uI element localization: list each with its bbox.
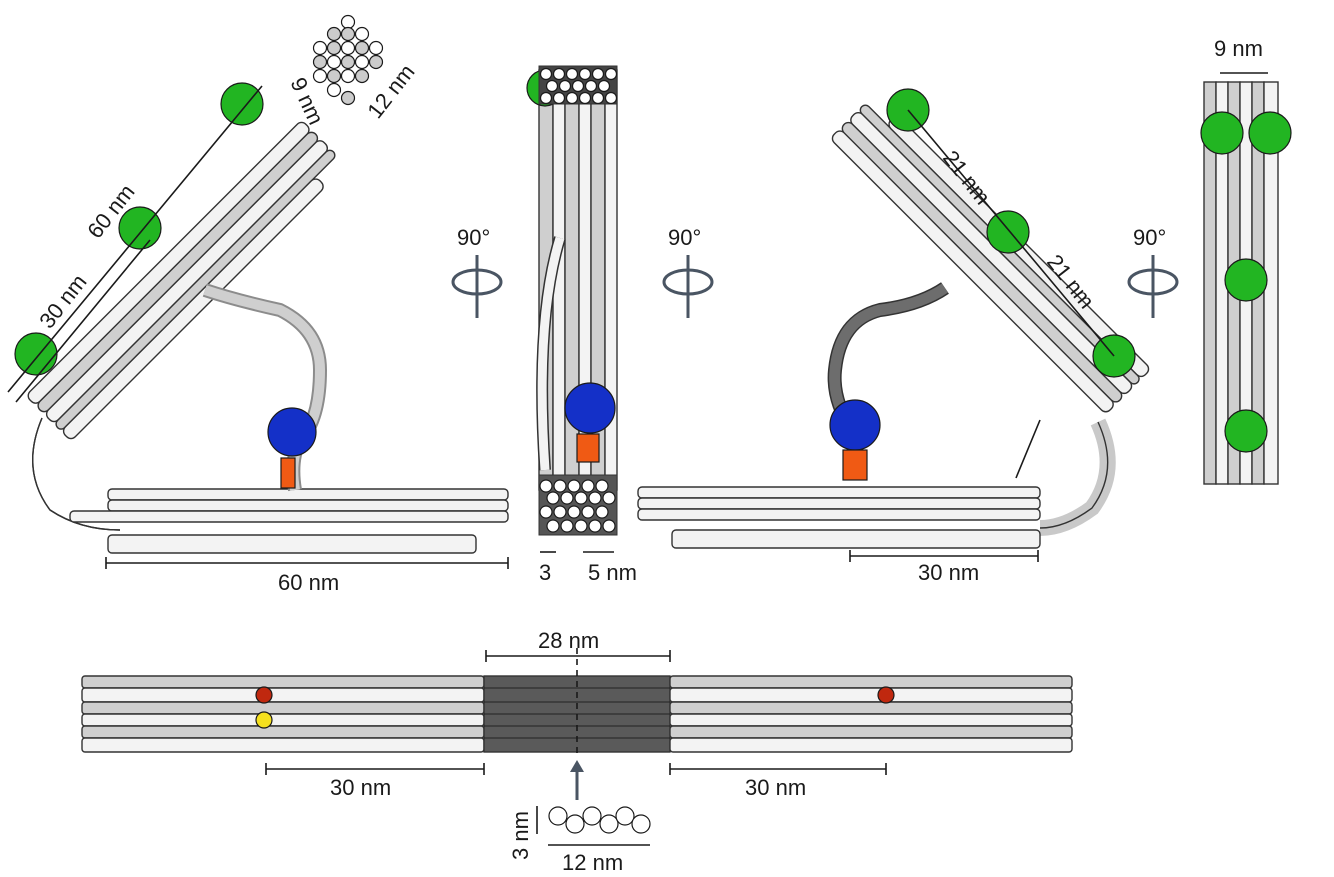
v3-label-30nm: 30 nm: [918, 560, 979, 585]
v2-label-5nm: 5 nm: [588, 560, 637, 585]
green-dot: [118, 206, 162, 250]
view-2-side: 3 5 nm: [526, 65, 637, 585]
v4-label-9nm: 9 nm: [1214, 36, 1263, 61]
bar-label-28nm: 28 nm: [538, 628, 599, 653]
rotation-icon-1: 90°: [451, 225, 503, 318]
green-dot: [14, 332, 58, 376]
rotation-icon-2: 90°: [662, 225, 714, 318]
cross-section-bundle: [312, 14, 384, 106]
green-dot: [1248, 111, 1292, 155]
view-1-hinge-left: 60 nm 30 nm 9 nm 12 nm: [7, 14, 509, 595]
view-4-face: 9 nm: [1200, 36, 1292, 485]
arrow-up-icon: [570, 760, 584, 772]
orange-protein: [842, 449, 868, 481]
green-dot: [220, 82, 264, 126]
svg-text:90°: 90°: [668, 225, 701, 250]
blue-protein: [829, 399, 881, 451]
green-dot: [1224, 409, 1268, 453]
v1-label-12nm: 12 nm: [362, 59, 419, 123]
v2-label-3: 3: [539, 560, 551, 585]
yellow-dot: [255, 711, 273, 729]
svg-text:90°: 90°: [457, 225, 490, 250]
orange-protein: [280, 457, 296, 489]
bar-label-30nm-right: 30 nm: [745, 775, 806, 800]
view-3-hinge-right: 21 nm 21 nm 30 nm: [637, 88, 1150, 585]
flat-cross-section: [548, 806, 651, 834]
cs-label-3nm: 3 nm: [508, 811, 533, 860]
blue-protein: [564, 382, 616, 434]
orange-protein: [576, 433, 600, 463]
red-dot: [877, 686, 895, 704]
red-dot: [255, 686, 273, 704]
cs-label-12nm: 12 nm: [562, 850, 623, 875]
green-dot: [1224, 258, 1268, 302]
svg-text:90°: 90°: [1133, 225, 1166, 250]
green-dot: [1200, 111, 1244, 155]
v1-label-bottom: 60 nm: [278, 570, 339, 595]
blue-protein: [267, 407, 317, 457]
bottom-long-bundle: 28 nm 30 nm 30 nm 3 nm 12 nm: [81, 628, 1073, 875]
rotation-icon-3: 90°: [1127, 225, 1179, 318]
bar-label-30nm-left: 30 nm: [330, 775, 391, 800]
